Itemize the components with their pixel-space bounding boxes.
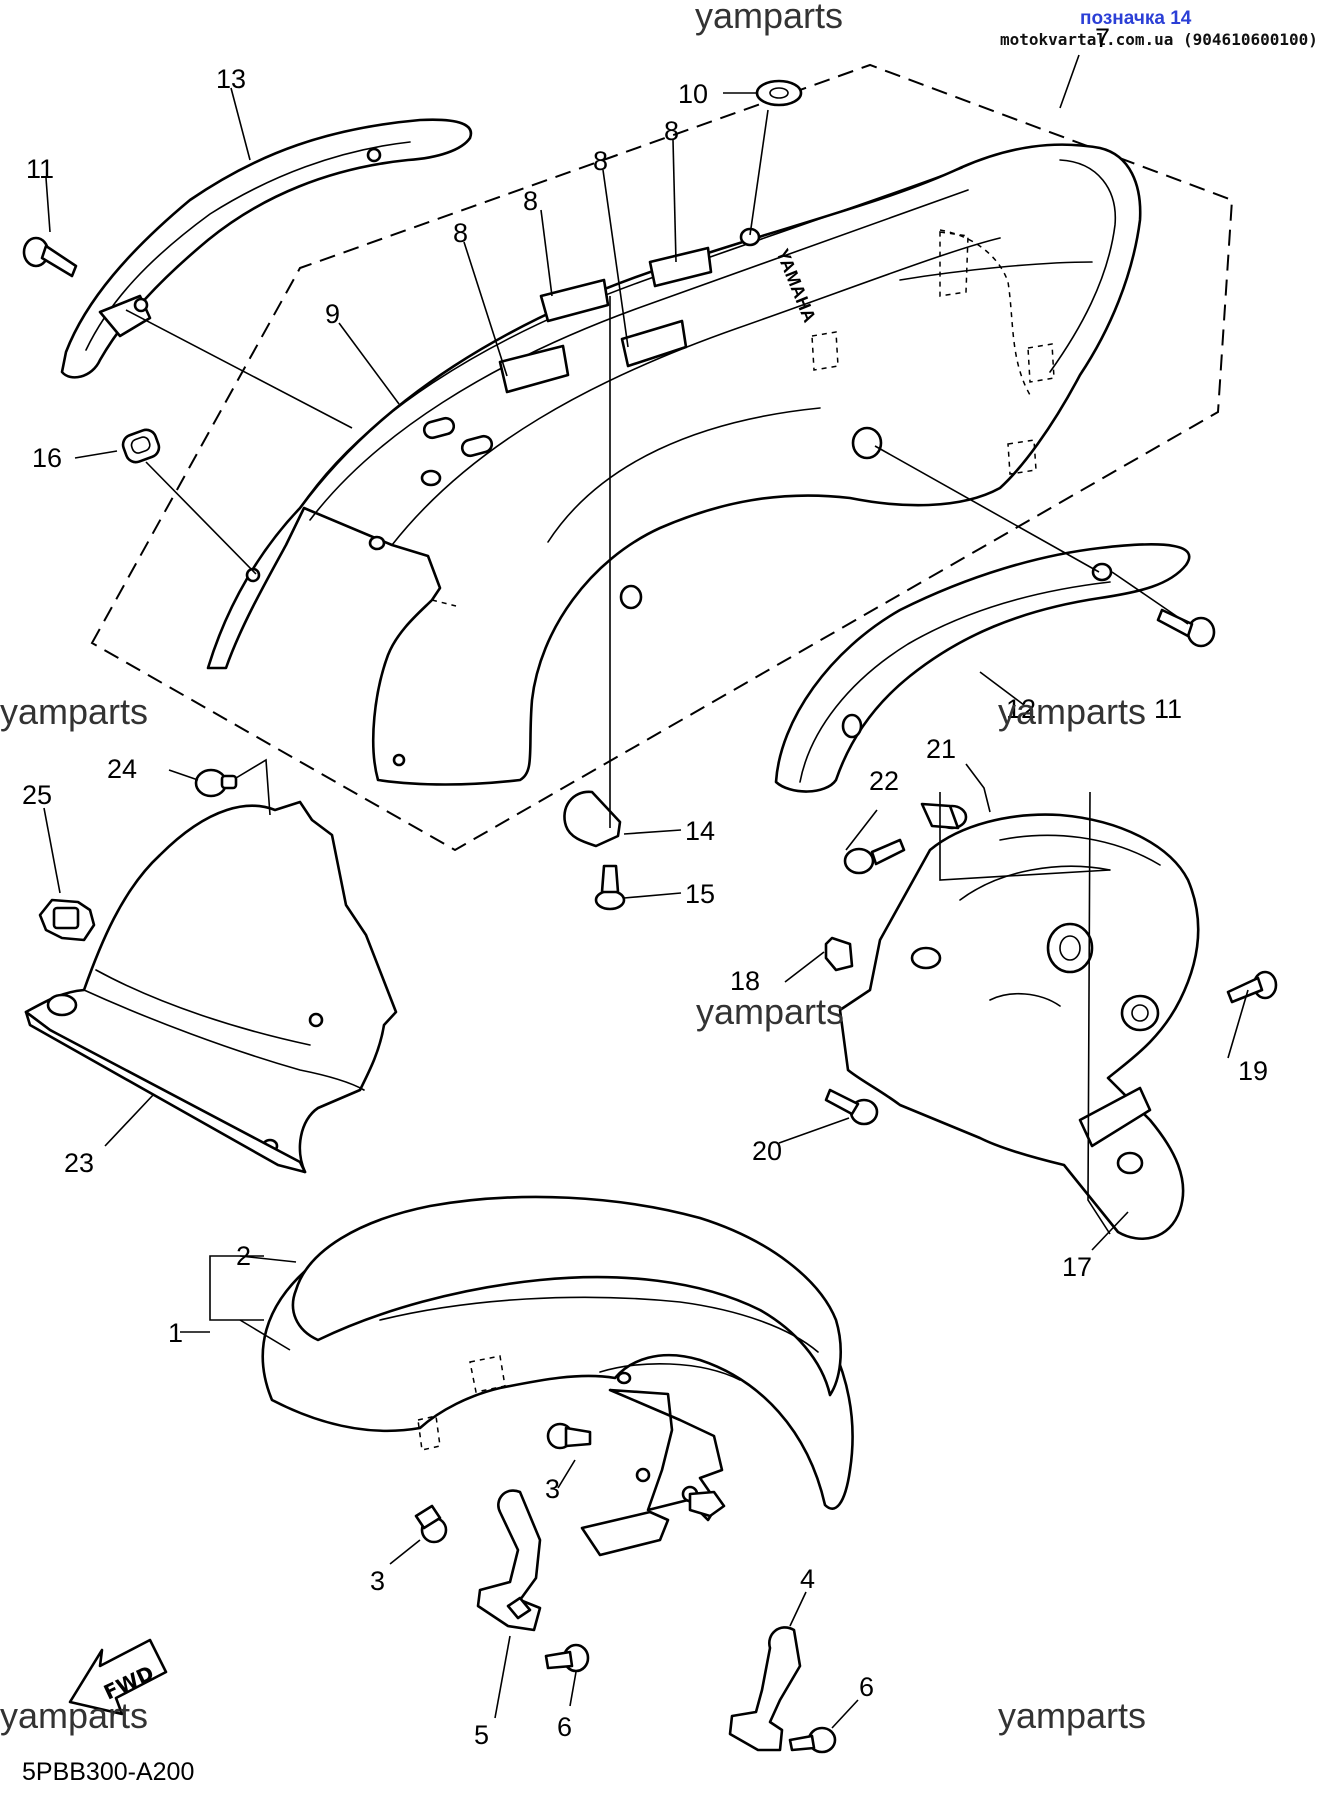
grommet-16 [121,428,161,464]
callout-9: 9 [325,299,340,329]
callout-11-left: 11 [26,154,54,184]
callout-8-b: 8 [523,186,538,216]
callout-8-a: 8 [453,218,468,248]
bolt-3-lower [414,1504,448,1544]
callout-19: 19 [1238,1056,1268,1086]
callout-5: 5 [474,1720,489,1750]
front-fender [261,1195,854,1510]
callout-11-right: 11 [1154,694,1182,724]
nut-18 [824,936,854,972]
inner-cover-23 [24,800,398,1174]
callout-25: 25 [22,780,52,810]
callout-1: 1 [168,1318,183,1348]
clamp-21 [920,802,968,830]
watermark-center: yamparts [696,991,844,1032]
callout-20: 20 [752,1136,782,1166]
bolt-19 [1226,970,1278,1004]
stay-5 [476,1489,542,1632]
taillight-bracket-17 [838,813,1200,1240]
callout-10: 10 [678,79,708,109]
watermark-right: yamparts [998,691,1146,732]
callout-3-lower: 3 [370,1566,385,1596]
side-cover-13 [60,118,473,379]
watermark-bottom-right: yamparts [998,1695,1146,1736]
rivet-24 [194,768,238,798]
callout-21: 21 [926,734,956,764]
callout-8-d: 8 [664,116,679,146]
callout-15: 15 [685,879,715,909]
callout-23: 23 [64,1148,94,1178]
watermark-bottom-left: yamparts [0,1695,148,1736]
bolt-3-upper [546,1422,592,1450]
callout-6-left: 6 [557,1712,572,1742]
watermark-left: yamparts [0,691,148,732]
callout-3-upper: 3 [545,1474,560,1504]
callout-numbers: 13 11 9 8 8 8 8 10 7 16 12 11 14 15 21 2… [22,23,1268,1750]
bolt-11-left [22,236,78,278]
callout-12: 12 [1006,694,1036,724]
stay-4 [728,1626,802,1752]
callout-6-right: 6 [859,1672,874,1702]
callout-16: 16 [32,443,62,473]
assembly-boundary-dashed [90,63,1234,852]
clip-25 [38,898,96,942]
washer-10 [755,79,803,107]
callout-22: 22 [869,766,899,796]
callout-7: 7 [1095,23,1110,53]
leader-lines [43,54,1249,1729]
screw-15 [594,864,626,911]
watermark-top: yamparts [695,0,843,36]
front-fender-bracket [580,1388,726,1557]
callout-13: 13 [216,64,246,94]
screw-22 [843,838,906,875]
callout-24: 24 [107,754,137,784]
callout-4: 4 [800,1564,815,1594]
rear-fender: YAMAHA [206,143,1142,786]
side-cover-12 [774,543,1191,793]
callout-2: 2 [236,1241,251,1271]
callout-17: 17 [1062,1252,1092,1282]
callout-18: 18 [730,966,760,996]
diagram-code: 5PBB300-A200 [22,1758,194,1786]
bolt-6-right [788,1726,837,1754]
header-site: motokvartal.com.ua (904610600100) [1000,30,1318,49]
clamp-14 [563,790,622,848]
bolt-20 [824,1088,879,1126]
header-badge: позначка 14 [1080,8,1192,29]
callout-14: 14 [685,816,715,846]
bolt-11-right [1156,608,1216,648]
callout-8-c: 8 [593,146,608,176]
bolt-6-left [544,1643,590,1673]
